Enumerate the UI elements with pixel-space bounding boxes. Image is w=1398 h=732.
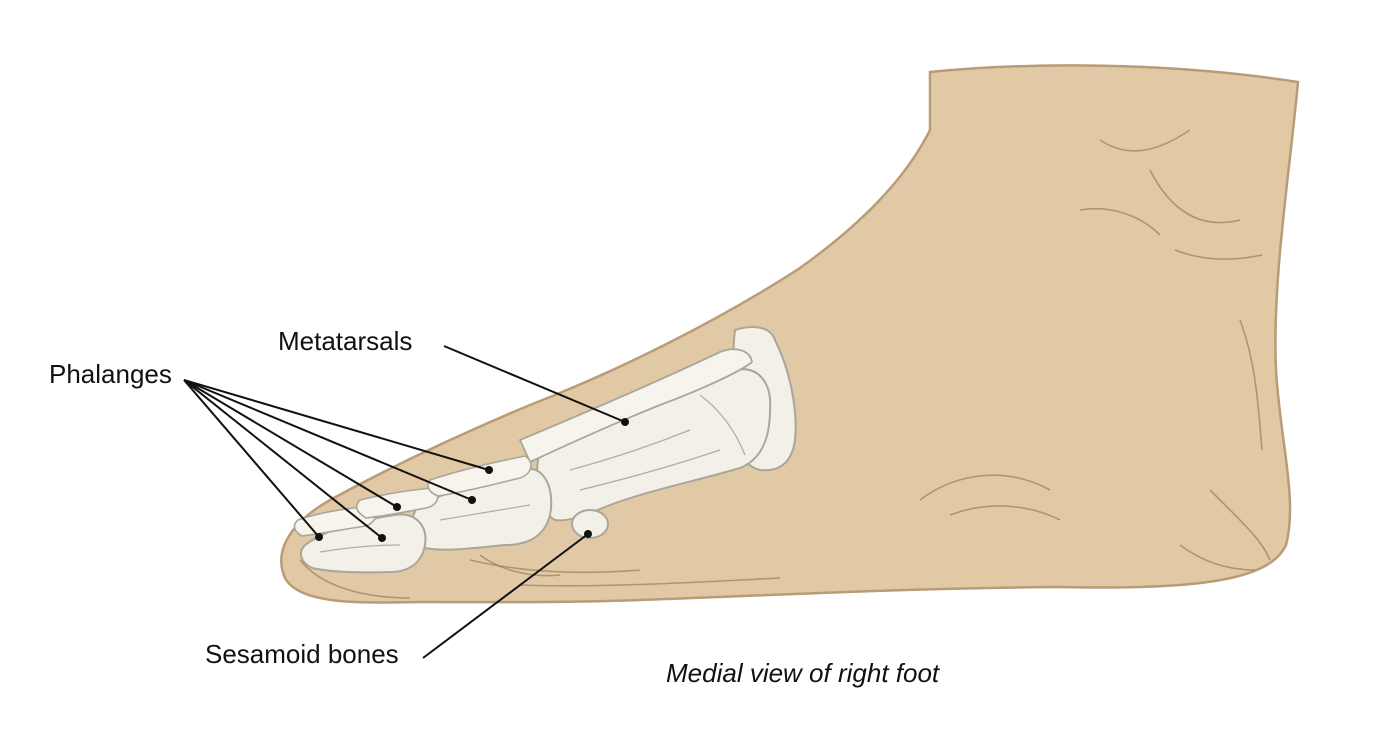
sesamoid-leader-line bbox=[422, 533, 589, 659]
heel-shading bbox=[1179, 319, 1271, 571]
metatarsals-leader-dot bbox=[621, 418, 629, 426]
sole-shading bbox=[469, 474, 1061, 587]
metatarsals-label: Metatarsals bbox=[278, 326, 413, 356]
phalanges-leader-line-2 bbox=[183, 379, 473, 501]
toe-shading bbox=[299, 554, 561, 599]
phalanges-leader-line-1 bbox=[183, 379, 490, 471]
phalanges-leader-dot-5 bbox=[315, 533, 323, 541]
lesser-phalanx-3 bbox=[427, 455, 532, 497]
phalanges-label: Phalanges bbox=[49, 359, 172, 389]
phalanges-leader-dot-1 bbox=[485, 466, 493, 474]
caption: Medial view of right foot bbox=[666, 658, 940, 688]
sesamoid-leader-dot bbox=[584, 530, 592, 538]
phalanges-leader-dot-3 bbox=[393, 503, 401, 511]
second-metatarsal bbox=[518, 348, 753, 464]
bone-shading bbox=[319, 394, 746, 553]
phalanges-leader-line-4 bbox=[183, 379, 383, 539]
phalanges-leader-line-5 bbox=[183, 379, 320, 538]
leader-lines bbox=[183, 345, 629, 659]
foot-outline bbox=[280, 64, 1300, 604]
metatarsals-leader-line bbox=[443, 345, 626, 423]
ankle-shading bbox=[1079, 129, 1263, 260]
phalanges-leader-dot-4 bbox=[378, 534, 386, 542]
lesser-phalanx-2 bbox=[355, 487, 439, 519]
bones bbox=[293, 326, 797, 574]
phalanges-leader-line-3 bbox=[183, 379, 398, 508]
foot-skin bbox=[280, 64, 1300, 604]
sesamoid-bones-label: Sesamoid bones bbox=[205, 639, 399, 669]
phalanges-leader-dot-2 bbox=[468, 496, 476, 504]
sesamoid-bone bbox=[571, 509, 609, 539]
